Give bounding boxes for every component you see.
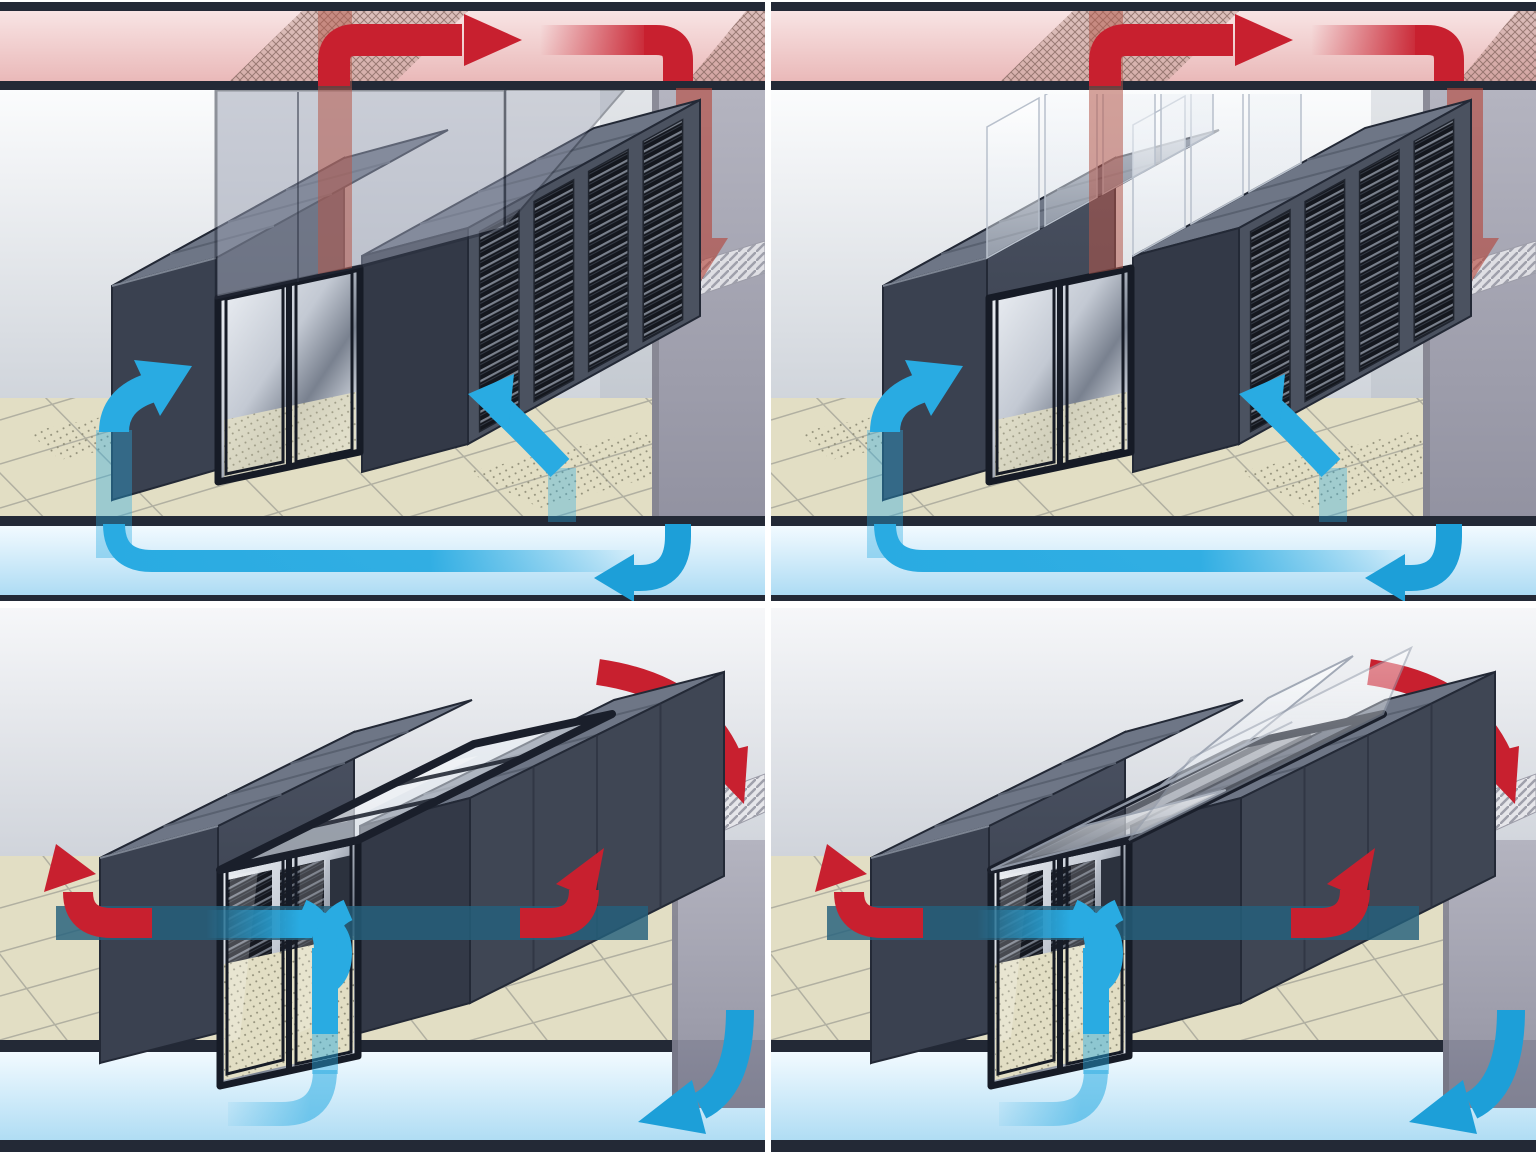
panel-cold-aisle-open-roof — [771, 608, 1536, 1153]
panel-cold-aisle-closed-roof — [0, 608, 765, 1153]
panel-hot-aisle-baffles — [771, 0, 1536, 601]
panel-hot-aisle-ducted — [0, 0, 765, 601]
room-scene — [0, 608, 765, 1153]
room-scene — [771, 608, 1536, 1153]
